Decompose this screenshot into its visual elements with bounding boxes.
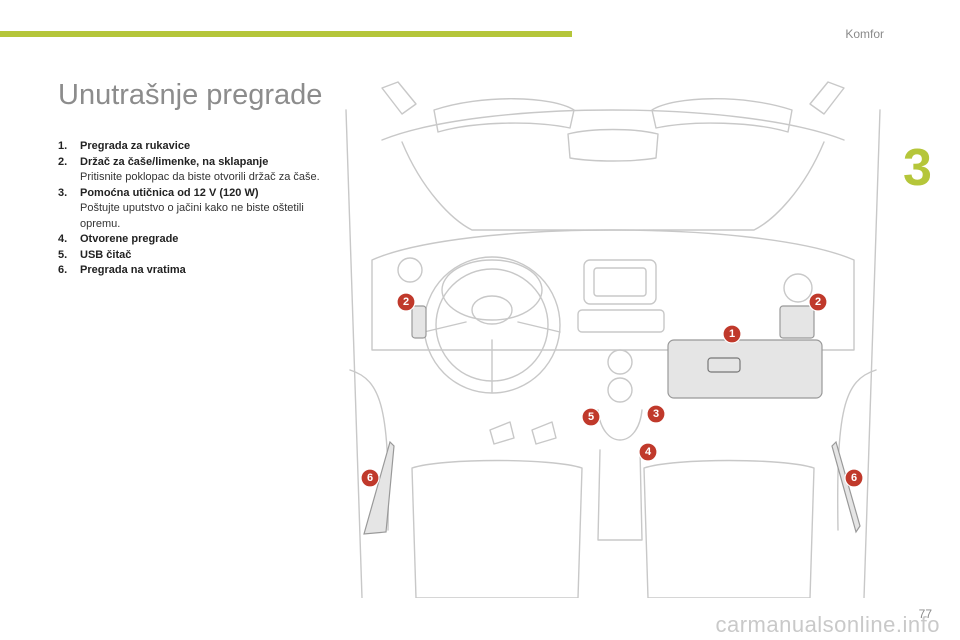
chapter-number: 3	[903, 139, 932, 197]
callout-3-label: 3	[653, 408, 659, 420]
callout-2-left-label: 2	[403, 296, 409, 308]
item-label: USB čitač	[80, 248, 132, 261]
callout-2-left	[396, 292, 416, 312]
list-item: 3. Pomoćna utičnica od 12 V (120 W) Poštuj…	[58, 186, 320, 233]
page-number: 77	[918, 607, 932, 621]
header-accent-bar	[0, 31, 572, 37]
list-item: 5. USB čitač	[58, 248, 320, 264]
compartment-list: 1. Pregrada za rukavice 2. Držač za čaše/l…	[58, 139, 320, 279]
callout-1	[722, 324, 742, 344]
item-label: Držač za čaše/limenke, na sklapanje	[80, 155, 269, 168]
item-number: 2.	[58, 155, 68, 168]
callout-4-label: 4	[645, 446, 652, 458]
callout-5	[581, 407, 601, 427]
item-description: Pritisnite poklopac da biste otvorili dr…	[80, 171, 320, 183]
item-label: Otvorene pregrade	[80, 233, 179, 245]
list-item: 6. Pregrada na vratima	[58, 263, 320, 279]
item-number: 4.	[58, 233, 68, 245]
item-label: Pregrada za rukavice	[80, 140, 191, 152]
item-number: 3.	[58, 186, 68, 199]
callout-3	[646, 404, 666, 424]
callout-4	[638, 442, 658, 462]
watermark: carmanualsonline.info	[715, 612, 940, 637]
item-number: 6.	[58, 264, 68, 276]
item-number: 1.	[58, 140, 68, 152]
cupholder-right-shape	[779, 305, 815, 339]
cupholder-left-shape	[411, 305, 427, 339]
list-item: 1. Pregrada za rukavice	[58, 139, 320, 155]
door-pocket-left-shape	[363, 440, 395, 535]
callout-6-left	[360, 468, 380, 488]
glovebox-shape	[667, 339, 823, 399]
item-number: 5.	[58, 248, 68, 261]
callout-6-right-label: 6	[851, 472, 857, 484]
glovebox-handle	[707, 357, 741, 373]
section-name: Komfor	[845, 27, 884, 41]
callout-5-label: 5	[588, 411, 594, 423]
item-label: Pregrada na vratima	[80, 264, 186, 276]
item-label: Pomoćna utičnica od 12 V (120 W)	[80, 186, 259, 199]
car-interior-diagram: 1 2 2 3 4 5 6 6	[345, 81, 881, 598]
callout-2-right-label: 2	[815, 296, 821, 308]
callout-6-right	[844, 468, 864, 488]
callout-2-right	[808, 292, 828, 312]
list-item: 4. Otvorene pregrade	[58, 232, 320, 248]
page-title: Unutrašnje pregrade	[58, 79, 323, 112]
door-pocket-right-shape	[831, 440, 861, 534]
callout-1-label: 1	[729, 328, 735, 340]
callout-6-left-label: 6	[367, 472, 373, 484]
item-description: Poštujte uputstvo o jačini kako ne biste…	[80, 202, 304, 230]
